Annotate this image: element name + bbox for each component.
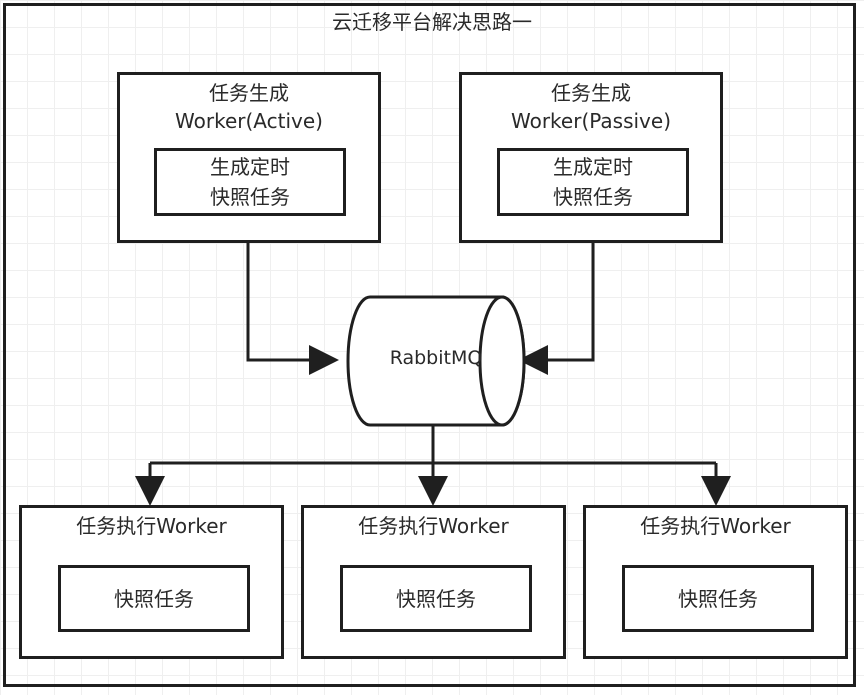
consumer-right-label: 任务执行Worker bbox=[640, 514, 791, 538]
producer-active-label: 任务生成 Worker(Active) bbox=[175, 81, 323, 133]
producer-passive-to-queue-connector bbox=[518, 242, 595, 375]
consumer-right-box: 任务执行Worker 快照任务 bbox=[583, 505, 848, 659]
producer-active-box: 任务生成 Worker(Active) 生成定时 快照任务 bbox=[117, 72, 381, 243]
consumer-left-box: 任务执行Worker 快照任务 bbox=[19, 505, 284, 659]
diagram-title: 云迁移平台解决思路一 bbox=[332, 10, 532, 34]
producer-passive-task-box: 生成定时 快照任务 bbox=[497, 148, 689, 216]
rabbitmq-label: RabbitMQ bbox=[389, 347, 483, 369]
diagram-frame bbox=[3, 3, 856, 687]
consumer-center-task-box: 快照任务 bbox=[340, 565, 532, 632]
queue-fanout-connector bbox=[150, 426, 716, 465]
consumer-center-label: 任务执行Worker bbox=[358, 514, 509, 538]
consumer-center-box: 任务执行Worker 快照任务 bbox=[301, 505, 566, 659]
producer-active-task-box: 生成定时 快照任务 bbox=[154, 148, 346, 216]
consumer-left-task-box: 快照任务 bbox=[58, 565, 250, 632]
consumer-right-task-box: 快照任务 bbox=[622, 565, 814, 632]
producer-active-to-queue-connector bbox=[246, 242, 339, 375]
producer-passive-box: 任务生成 Worker(Passive) 生成定时 快照任务 bbox=[459, 72, 723, 243]
producer-passive-label: 任务生成 Worker(Passive) bbox=[510, 81, 672, 133]
consumer-left-label: 任务执行Worker bbox=[76, 514, 227, 538]
